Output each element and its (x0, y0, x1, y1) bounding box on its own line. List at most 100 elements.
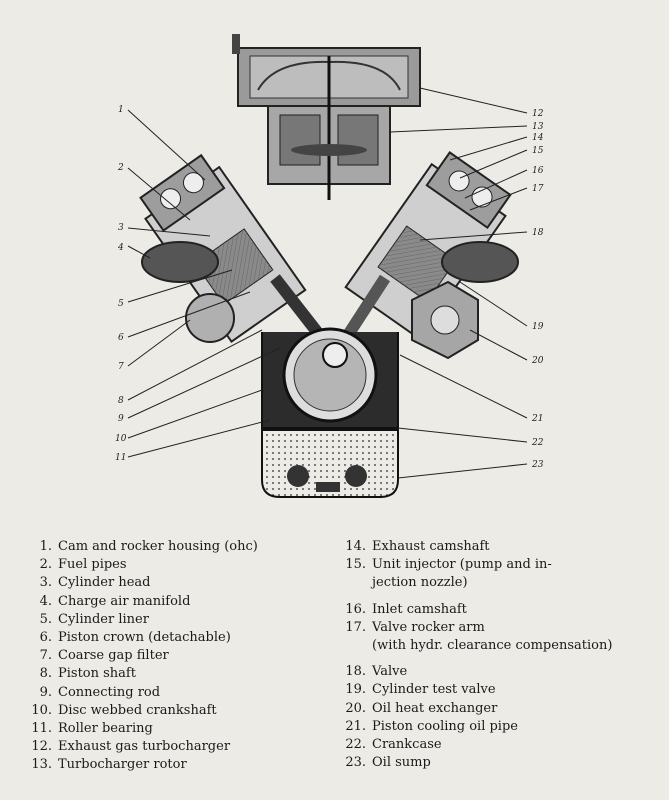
legend-item: 10. Disc webbed crankshaft (30, 702, 330, 720)
legend-item: 14. Exhaust camshaft (344, 538, 666, 556)
legend-label: Crankcase (372, 737, 442, 753)
legend-label: Inlet camshaft (372, 601, 467, 617)
legend-label: Cylinder head (58, 575, 151, 591)
callout-8: 8 (118, 396, 124, 406)
legend-label: Cam and rocker housing (ohc) (58, 539, 258, 554)
legend-item: 18. Valve (344, 663, 666, 681)
callout-6: 6 (118, 333, 124, 343)
legend-number: 19. (345, 682, 366, 698)
legend-label: Connecting rod (58, 684, 161, 700)
legend-number: 6. (39, 630, 52, 646)
callout-20: 20 (531, 356, 544, 366)
legend-item: 17. Valve rocker arm (with hydr. clearanc… (344, 619, 666, 655)
callout-14: 14 (532, 133, 544, 143)
legend-item: 12. Exhaust gas turbocharger (30, 738, 330, 756)
legend-item: 9. Connecting rod (30, 684, 330, 702)
legend-number: 10. (31, 702, 52, 718)
callout-15: 15 (532, 146, 544, 156)
legend-number: 9. (39, 684, 52, 700)
legend-item: 1. Cam and rocker housing (ohc) (30, 538, 330, 556)
callout-3: 3 (118, 223, 124, 233)
oil-heat-exchanger (411, 280, 479, 360)
legend-item: 15. Unit injector (pump and in- jection n… (344, 556, 666, 592)
legend-number: 4. (39, 593, 52, 609)
legend-label: Coarse gap filter (58, 648, 169, 664)
legend-label: Piston shaft (58, 666, 136, 682)
callout-11: 11 (115, 453, 126, 463)
callout-19: 19 (532, 322, 544, 332)
legend-number: 18. (345, 664, 366, 680)
callout-12: 12 (532, 109, 544, 119)
callout-16: 16 (532, 166, 544, 176)
legend-number: 7. (39, 648, 52, 664)
legend-label: Oil sump (372, 755, 431, 771)
legend-number: 21. (345, 718, 366, 734)
legend-number: 5. (39, 611, 52, 627)
legend-number: 20. (345, 700, 366, 716)
callout-4: 4 (117, 243, 124, 253)
callout-22: 22 (531, 438, 544, 448)
callout-5: 5 (118, 299, 124, 309)
legend-item: 20.Oil heat exchanger (344, 700, 666, 718)
legend-number: 13. (31, 757, 52, 773)
callout-23: 23 (531, 460, 544, 470)
legend-number: 1. (39, 539, 52, 554)
legend-label: Disc webbed crankshaft (58, 702, 217, 718)
legend-item: 6. Piston crown (detachable) (30, 629, 330, 647)
legend-item: 22. Crankcase (344, 736, 666, 754)
callout-7: 7 (118, 362, 124, 372)
legend-item: 21. Piston cooling oil pipe (344, 718, 666, 736)
legend-item: 19. Cylinder test valve (344, 681, 666, 699)
turbocharger (232, 34, 421, 200)
legend-label: Cylinder liner (58, 611, 149, 627)
right-charge-air-manifold (441, 241, 519, 283)
legend-label: Valve rocker arm (with hydr. clearance c… (372, 619, 613, 654)
callout-1: 1 (118, 105, 124, 115)
engine-cross-section-diagram: 1 2 3 4 5 6 7 8 9 10 11 12 13 14 15 16 1… (115, 34, 544, 498)
legend-number: 11. (31, 721, 52, 737)
legend-item: 2. Fuel pipes (30, 556, 330, 574)
legend-number: 17. (345, 619, 366, 635)
left-cylinder-bank (139, 153, 307, 343)
callout-2: 2 (117, 163, 124, 173)
legend-item: 4. Charge air manifold (30, 593, 330, 611)
callout-9: 9 (118, 414, 124, 424)
legend-label: Cylinder test valve (372, 682, 496, 698)
legend-item: 7. Coarse gap filter (30, 647, 330, 665)
legend-number: 22. (345, 737, 366, 753)
legend-number: 2. (39, 557, 52, 573)
legend-number: 3. (39, 575, 52, 591)
legend-right-column: 14. Exhaust camshaft 15. Unit injector (pu… (344, 538, 666, 772)
callout-13: 13 (532, 122, 544, 132)
legend-number: 12. (31, 739, 52, 755)
legend-item: 8.Piston shaft (30, 665, 330, 683)
callout-17: 17 (532, 184, 544, 194)
legend-label: Piston crown (detachable) (58, 630, 231, 646)
legend-label: Piston cooling oil pipe (372, 718, 518, 734)
left-charge-air-manifold (141, 241, 219, 283)
coarse-gap-filter (185, 293, 235, 343)
callout-21: 21 (531, 414, 543, 424)
oil-sump (261, 429, 399, 498)
legend-label: Exhaust gas turbocharger (58, 739, 231, 755)
legend-label: Unit injector (pump and in- jection nozz… (372, 557, 552, 591)
legend-number: 14. (345, 539, 366, 554)
legend-label: Roller bearing (58, 721, 153, 737)
callout-18: 18 (532, 228, 544, 238)
legend-number: 15. (345, 557, 366, 573)
legend-item: 3. Cylinder head (30, 574, 330, 592)
legend-item: 16. Inlet camshaft (344, 601, 666, 619)
legend-label: Turbocharger rotor (58, 757, 187, 773)
legend-label: Exhaust camshaft (372, 539, 490, 554)
legend-item: 23.Oil sump (344, 754, 666, 772)
crankcase (261, 327, 399, 429)
legend-label: Charge air manifold (58, 593, 191, 609)
legend-left-column: 1. Cam and rocker housing (ohc) 2. Fuel pi… (30, 538, 330, 775)
callout-10: 10 (115, 434, 127, 444)
legend-item: 5. Cylinder liner (30, 611, 330, 629)
legend-item: 11. Roller bearing (30, 720, 330, 738)
legend-label: Valve (372, 664, 408, 680)
legend-number: 16. (345, 601, 366, 617)
legend-label: Fuel pipes (58, 557, 127, 573)
right-cylinder-bank (344, 151, 512, 341)
